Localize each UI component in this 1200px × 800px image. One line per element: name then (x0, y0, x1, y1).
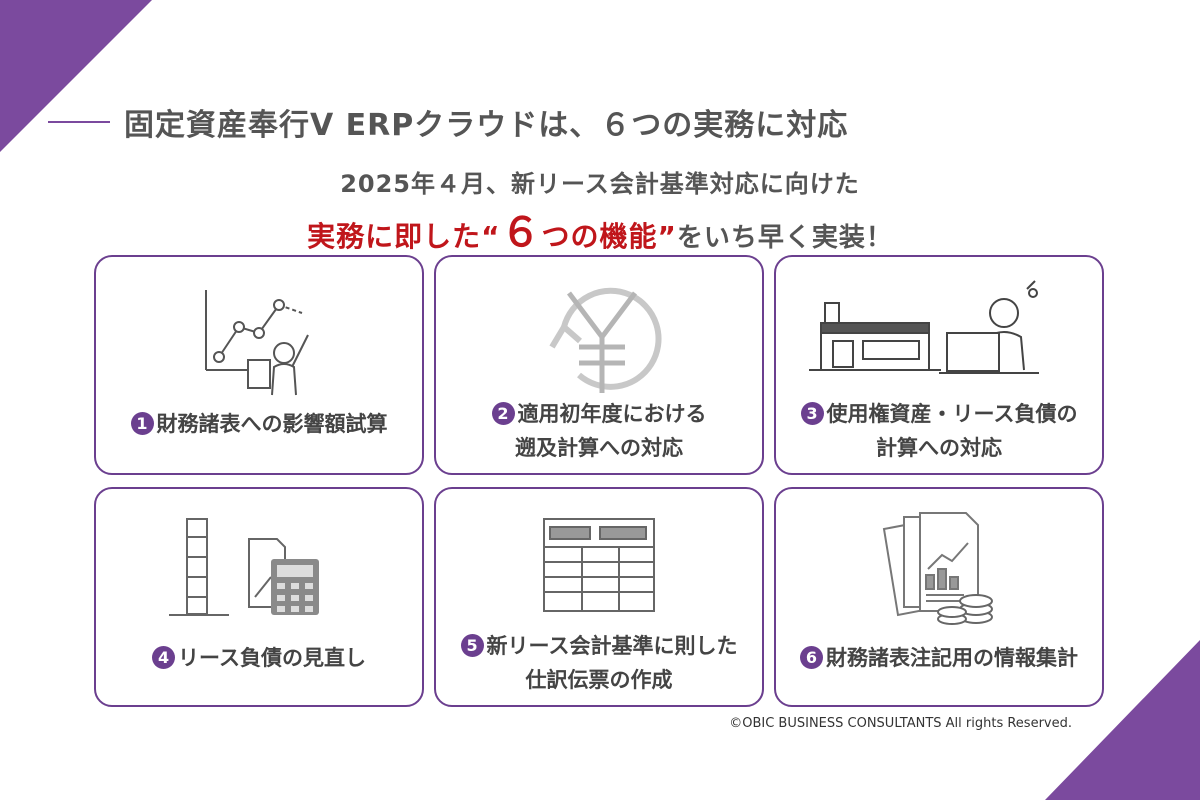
headline-rule (48, 121, 110, 123)
tagline-middle: つの機能 (541, 220, 658, 253)
tagline-quote-close: ” (657, 220, 677, 253)
tagline: 実務に即した“６つの機能”をいち早く実装！ (0, 200, 1200, 258)
journal-slip-icon (543, 518, 655, 612)
copyright-notice: ©OBIC BUSINESS CONSULTANTS All rights Re… (729, 716, 1072, 731)
subheading: 2025年４月、新リース会計基準対応に向けた (340, 170, 860, 198)
number-badge-2: 2 (491, 402, 515, 425)
headline-text: 固定資産奉行V ERPクラウドは、６つの実務に対応 (124, 108, 849, 143)
feature-label-3-line2: 計算への対応 (876, 436, 1002, 460)
feature-label-2-line1: 適用初年度における (517, 402, 707, 426)
feature-label-4-line1: リース負債の見直し (178, 646, 366, 670)
number-badge-6: 6 (800, 646, 823, 669)
tagline-suffix: をいち早く実装！ (676, 223, 893, 253)
building-calculator-icon (169, 518, 319, 616)
chart-presenter-icon (205, 290, 309, 396)
number-badge-1: 1 (130, 412, 154, 435)
headline: 固定資産奉行V ERPクラウドは、６つの実務に対応 (48, 100, 848, 144)
store-and-worker-icon (809, 280, 1039, 374)
reports-coins-icon (882, 512, 993, 625)
feature-label-5-line2: 仕訳伝票の作成 (525, 668, 673, 692)
feature-label-2-line2: 遡及計算への対応 (515, 436, 683, 460)
yen-cycle-icon (549, 287, 662, 393)
feature-label-6-line1: 財務諸表注記用の情報集計 (826, 646, 1078, 670)
feature-label-5-line1: 新リース会計基準に則した (486, 634, 738, 658)
feature-label-3-line1: 使用権資産・リース負債の (826, 402, 1078, 426)
feature-label-1-line1: 財務諸表への影響額試算 (156, 412, 388, 436)
number-badge-4: 4 (152, 646, 176, 669)
tagline-prefix: 実務に即した“ (307, 220, 501, 253)
number-badge-3: 3 (800, 402, 824, 425)
number-badge-5: 5 (460, 634, 484, 657)
tagline-number: ６ (500, 210, 542, 256)
